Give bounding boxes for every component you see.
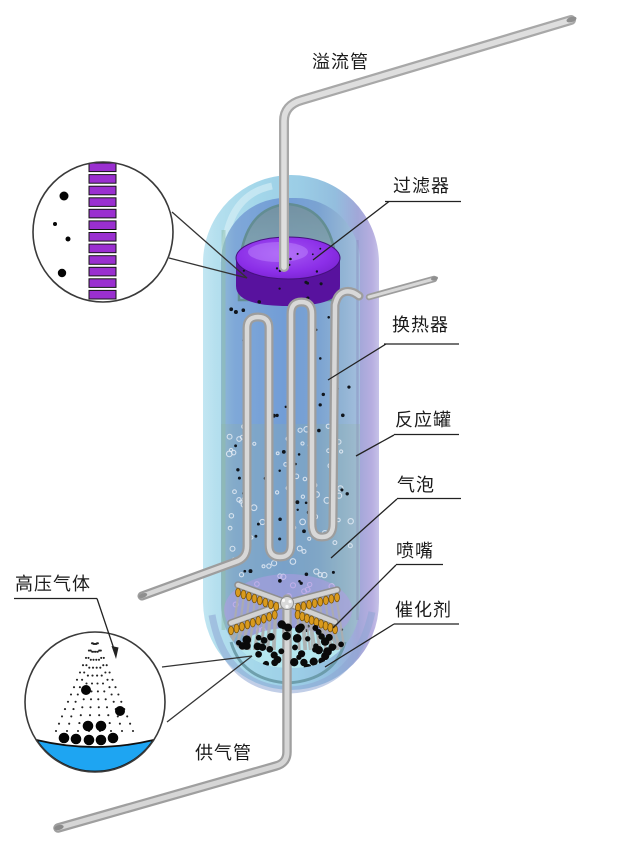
label-high-pressure-gas: 高压气体 bbox=[15, 574, 91, 594]
inset-wedge-line bbox=[168, 257, 248, 279]
filter-disc bbox=[235, 236, 341, 306]
label-nozzle: 喷嘴 bbox=[396, 541, 434, 561]
filter-disc-highlight bbox=[248, 242, 308, 262]
filter-slit-bars bbox=[88, 162, 117, 300]
inset-wedge-line bbox=[166, 655, 253, 723]
leader-arrowhead bbox=[111, 646, 119, 659]
label-reaction-tank: 反应罐 bbox=[395, 410, 452, 430]
sparger-nozzles bbox=[228, 587, 340, 636]
heat-exchanger-coil bbox=[137, 275, 439, 601]
filter-detail-inset bbox=[32, 161, 248, 303]
gas-spray-dots bbox=[54, 642, 135, 733]
label-gas-supply-pipe: 供气管 bbox=[195, 743, 252, 763]
inset-wedge-line bbox=[171, 211, 248, 279]
supply-pipe-end bbox=[54, 824, 64, 831]
falling-catalyst-dots bbox=[81, 685, 125, 716]
blocked-particles bbox=[53, 191, 71, 278]
catalyst-particles bbox=[233, 620, 344, 668]
coil-inlet-pipe-end bbox=[430, 276, 439, 281]
coil-outlet-pipe-end bbox=[138, 592, 148, 599]
spray-detail-inset bbox=[24, 631, 253, 773]
gas-supply-pipe bbox=[53, 594, 292, 833]
overflow-pipe bbox=[279, 15, 577, 272]
annotation-lines bbox=[14, 200, 461, 668]
label-catalyst: 催化剂 bbox=[395, 600, 452, 620]
inset-wedge-line bbox=[161, 655, 253, 668]
overflow-pipe-end bbox=[566, 16, 577, 23]
label-bubble: 气泡 bbox=[397, 475, 435, 495]
label-heat-exchanger: 换热器 bbox=[392, 315, 449, 335]
label-filter: 过滤器 bbox=[393, 176, 450, 196]
label-overflow-pipe: 溢流管 bbox=[312, 52, 369, 72]
settled-catalyst-balls bbox=[58, 720, 119, 746]
